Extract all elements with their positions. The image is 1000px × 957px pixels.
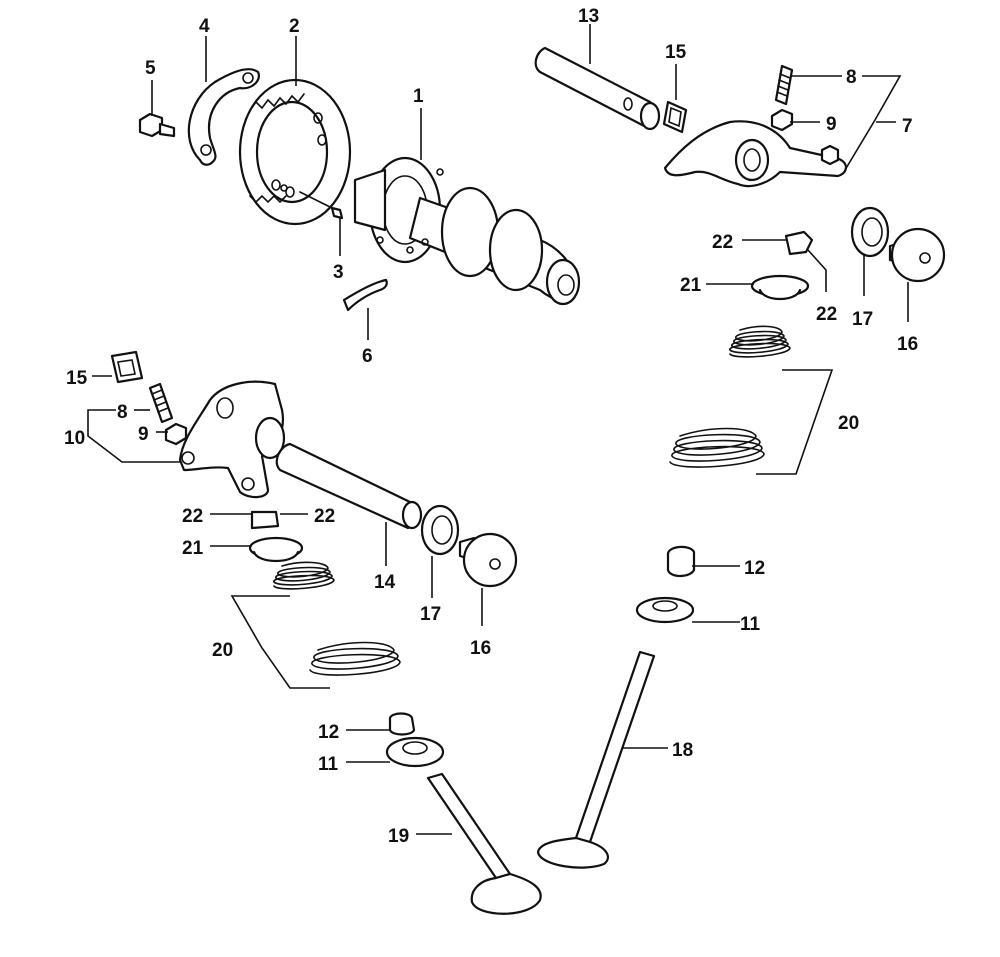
callout-2: 2 [289,16,300,37]
part-stem-seal-12-upper [666,545,696,578]
callout-labels: 1 2 3 4 5 6 7 8 9 13 15 16 17 20 21 22 2… [64,6,918,847]
callout-4: 4 [199,16,210,37]
callout-21-upper: 21 [680,275,702,296]
callout-21-lower: 21 [182,538,204,559]
callout-8-lower: 8 [117,402,128,423]
callout-15-lower: 15 [66,368,88,389]
part-spring-seat-11-lower [385,736,445,768]
callout-20-lower: 20 [212,640,233,661]
callout-16-upper: 16 [897,334,918,355]
callout-7: 7 [902,116,913,137]
callout-20-upper: 20 [838,413,859,434]
part-retainer-21-lower [248,536,304,563]
part-valve-19 [426,772,542,915]
part-camshaft-1 [353,156,581,306]
part-cotter-22-upper [784,230,814,256]
callout-22-lower-left: 22 [182,506,203,527]
part-valve-18 [536,650,656,869]
part-stem-seal-12-lower [388,712,416,736]
callout-6: 6 [362,346,373,367]
callout-9-lower: 9 [138,424,149,445]
callout-1: 1 [413,86,424,107]
callout-17-upper: 17 [852,309,873,330]
callout-17-lower: 17 [420,604,441,625]
callout-16-lower: 16 [470,638,491,659]
part-rocker-arm-10 [178,380,286,499]
part-o-ring-17-upper [850,206,890,258]
callout-18: 18 [672,740,693,761]
callout-22-upper-right: 22 [816,304,837,325]
callout-15-upper: 15 [665,42,687,63]
callout-22-lower-right: 22 [314,506,335,527]
part-retainer-plate-4 [187,68,260,166]
part-rocker-shaft-14 [275,442,423,530]
callout-3: 3 [333,262,344,283]
callout-11-lower: 11 [318,754,339,775]
callout-8-upper: 8 [846,67,857,88]
part-cotter-22-lower [250,510,280,530]
part-bolt-5 [138,112,176,138]
callout-12-lower: 12 [318,722,339,743]
part-lock-nut-9-lower [164,422,188,446]
part-spring-seat-11-upper [635,596,695,624]
part-dowel-pin-3 [299,191,344,220]
part-rocker-arm-7 [663,120,847,188]
callout-5: 5 [145,58,156,79]
callout-12-upper: 12 [744,558,765,579]
callout-19: 19 [388,826,409,847]
callout-22-upper-left: 22 [712,232,733,253]
callout-11-upper: 11 [740,614,761,635]
callout-10: 10 [64,428,85,449]
part-cam-sprocket-2 [238,78,352,226]
part-o-ring-15-upper [662,100,688,134]
part-adjust-screw-8-lower [148,382,174,424]
part-valve-springs-20-upper [669,325,791,468]
part-lock-nut-9-upper [770,108,794,132]
leader-lines [87,24,909,835]
callout-13: 13 [578,6,599,27]
part-tappet-cover-16-lower [458,532,518,588]
part-tappet-cover-16-upper [888,227,946,283]
part-retainer-21-upper [750,274,810,301]
part-valve-springs-20-lower [273,561,401,676]
part-o-ring-17-lower [420,504,460,556]
callout-14: 14 [374,572,396,593]
part-rocker-shaft-13 [534,46,661,131]
part-o-ring-15-lower [110,350,144,384]
callout-9-upper: 9 [826,114,837,135]
part-adjust-screw-8-upper [774,64,794,106]
part-clip-6 [342,278,388,312]
